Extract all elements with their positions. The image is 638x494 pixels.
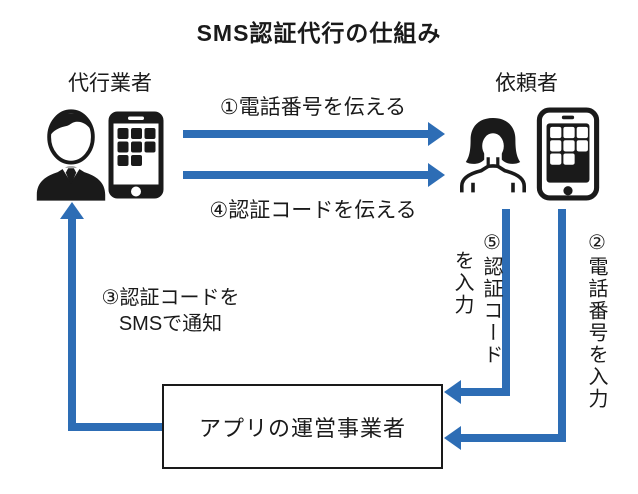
arrow-step4-head-icon <box>428 163 445 187</box>
smartphone-filled-icon <box>107 110 165 200</box>
arrow-step4-line <box>183 171 433 179</box>
arrow-step1-line <box>183 130 433 138</box>
arrow-step2-hline <box>459 434 566 442</box>
arrow-step3-vline <box>68 218 76 431</box>
arrow-step3-head-icon <box>60 202 84 219</box>
smartphone-outline-icon <box>536 107 600 201</box>
arrow-step3-hline <box>68 423 167 431</box>
arrow-step2-vline <box>558 209 566 438</box>
step1-label: ①電話番号を伝える <box>219 96 407 119</box>
operator-box: アプリの運営事業者 <box>162 384 443 469</box>
step3-label: ③認証コードを SMSで通知 <box>78 285 263 338</box>
step2-label: ②電話番号を入力 <box>585 230 607 410</box>
step5-label-line1: ⑤認証コード <box>480 230 502 366</box>
arrow-step1-head-icon <box>428 122 445 146</box>
woman-icon <box>457 106 529 202</box>
step5-label-line2: を入力 <box>451 250 473 316</box>
diagram-title: SMS認証代行の仕組み <box>196 20 442 46</box>
businessman-icon <box>33 109 109 201</box>
client-label: 依頼者 <box>495 72 558 95</box>
step3-label-line2: SMSで通知 <box>118 313 223 336</box>
arrow-step2-head-icon <box>444 426 461 450</box>
arrow-step5-head-icon <box>444 380 461 404</box>
arrow-step5-hline <box>459 388 510 396</box>
step5-label: ⑤認証コード を入力 <box>448 230 506 380</box>
arrow-step5-vline <box>502 209 510 396</box>
agent-label: 代行業者 <box>68 72 152 95</box>
operator-label: アプリの運営事業者 <box>198 415 406 441</box>
step3-label-line1: ③認証コードを <box>101 287 240 309</box>
step4-label: ④認証コードを伝える <box>209 199 417 222</box>
